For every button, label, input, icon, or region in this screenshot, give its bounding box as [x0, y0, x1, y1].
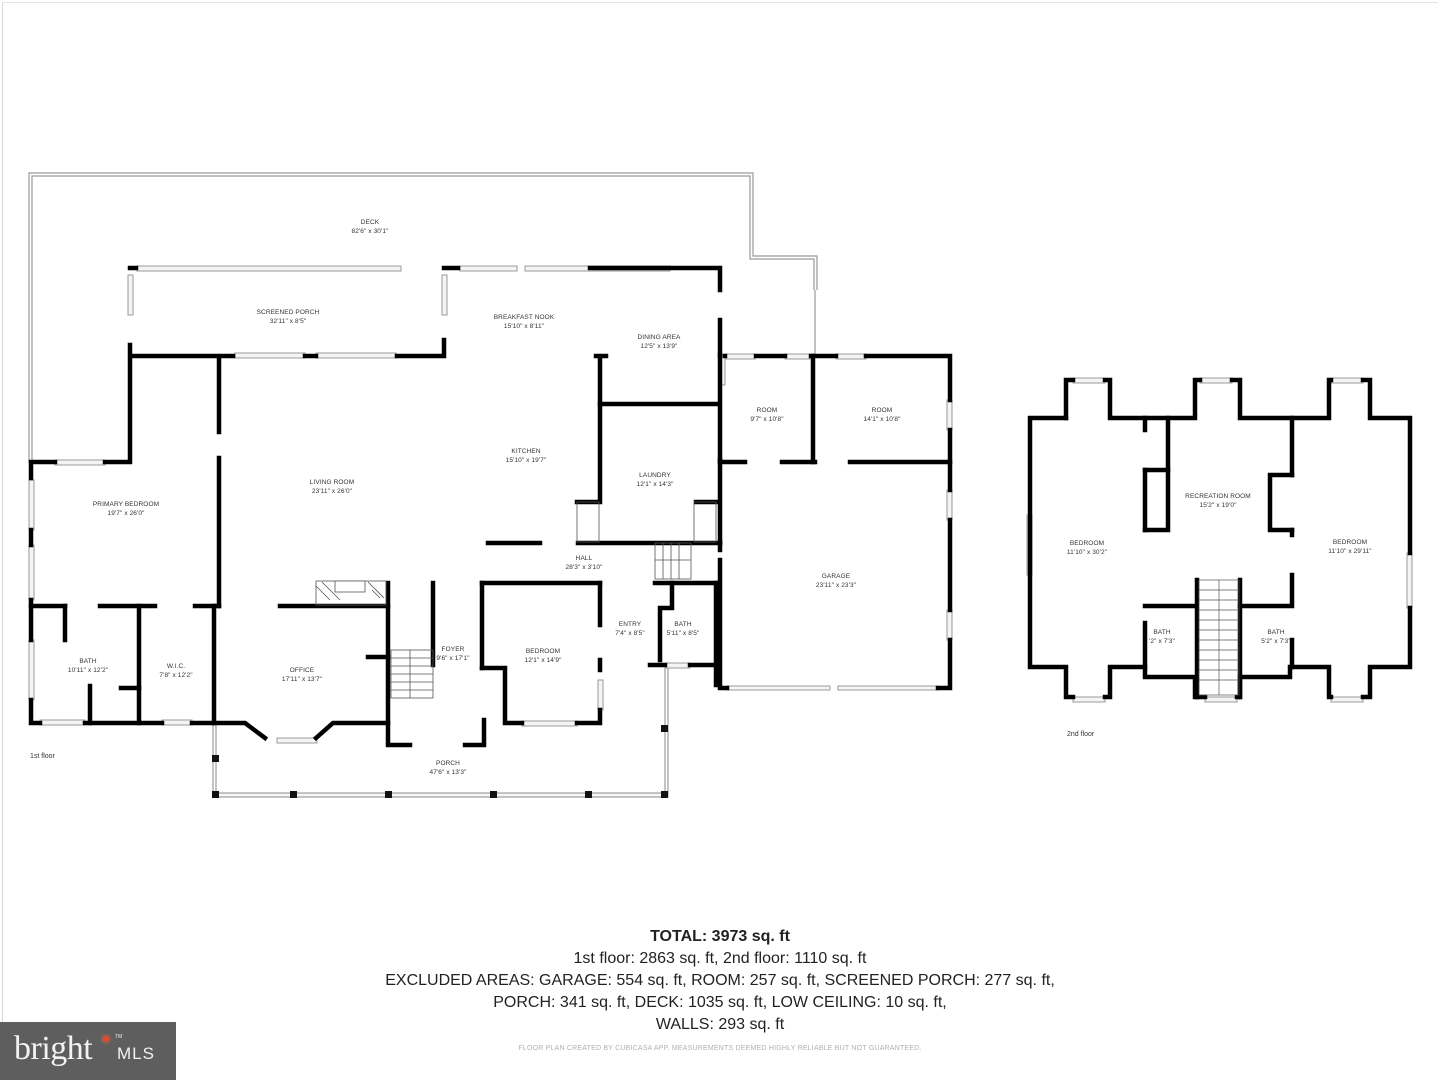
- floor-areas: 1st floor: 2863 sq. ft, 2nd floor: 1110 …: [573, 950, 867, 967]
- room-dimensions: '2" x 7'3": [1149, 638, 1175, 645]
- room-dimensions: 7'8" x 12'2": [159, 672, 193, 679]
- room-name: BATH: [1153, 629, 1171, 636]
- room-dimensions: 28'3" x 3'10": [565, 564, 603, 571]
- bright-mls-logo: bright TM MLS: [0, 1022, 176, 1080]
- logo-suffix-text: MLS: [117, 1044, 155, 1063]
- room-dimensions: 23'11" x 23'3": [815, 582, 857, 589]
- room-label-breakfast-nook: BREAKFAST NOOK 15'10" x 8'11": [494, 313, 555, 331]
- room-dimensions: 7'4" x 8'5": [615, 630, 645, 637]
- room-dimensions: 11'10" x 29'11": [1328, 548, 1372, 555]
- room-label-recreation-room: RECREATION ROOM 15'2" x 19'0": [1185, 492, 1251, 510]
- room-name: OFFICE: [289, 667, 315, 674]
- disclaimer: FLOOR PLAN CREATED BY CUBICASA APP. MEAS…: [518, 1045, 922, 1052]
- first-floor-walls: [28, 265, 953, 748]
- room-label-living-room: LIVING ROOM 23'11" x 26'0": [310, 478, 354, 496]
- area-summary: TOTAL: 3973 sq. ft 1st floor: 2863 sq. f…: [370, 926, 1070, 1036]
- room-dimensions: 12'1" x 14'9": [524, 657, 562, 664]
- room-name: HALL: [575, 555, 593, 562]
- first-floor-label: 1st floor: [30, 753, 55, 760]
- room-label-office: OFFICE 17'11" x 13'7": [282, 666, 322, 684]
- room-dimensions: 82'6" x 30'1": [351, 228, 389, 235]
- second-floor-label: 2nd floor: [1067, 731, 1095, 738]
- second-floor-stairs: [1198, 579, 1240, 696]
- room-name: SCREENED PORCH: [256, 309, 320, 316]
- room-label-laundry: LAUNDRY 12'1" x 14'3": [637, 471, 674, 489]
- room-label-bedroom-left: BEDROOM 11'10" x 30'2": [1067, 539, 1107, 557]
- room-name: BREAKFAST NOOK: [493, 314, 555, 321]
- room-dimensions: 15'10" x 8'11": [503, 323, 545, 330]
- room-label-room-1: ROOM 9'7" x 10'8": [750, 406, 783, 424]
- room-label-wic: W.I.C. 7'8" x 12'2": [159, 662, 192, 680]
- room-name: ENTRY: [618, 621, 642, 628]
- room-name: RECREATION ROOM: [1185, 493, 1251, 500]
- room-name: LAUNDRY: [639, 472, 671, 479]
- room-dimensions: 23'11" x 26'0": [311, 488, 353, 495]
- excluded-areas-line-2: PORCH: 341 sq. ft, DECK: 1035 sq. ft, LO…: [493, 994, 947, 1011]
- excluded-areas-line-3: WALLS: 293 sq. ft: [655, 1016, 785, 1033]
- room-label-primary-bedroom: PRIMARY BEDROOM 19'7" x 26'0": [93, 500, 159, 518]
- first-floor-stairs: [315, 501, 717, 699]
- logo-brand-text: bright: [14, 1030, 93, 1067]
- room-name: LIVING ROOM: [309, 479, 355, 486]
- room-dimensions: 47'6" x 13'3": [429, 769, 467, 776]
- room-name: BATH: [674, 621, 692, 628]
- room-dimensions: 17'11" x 13'7": [281, 676, 323, 683]
- room-dimensions: 5'2" x 7'3": [1261, 638, 1291, 645]
- room-label-garage: GARAGE 23'11" x 23'3": [816, 572, 856, 590]
- room-dimensions: 15'2" x 19'0": [1199, 502, 1237, 509]
- room-label-entry: ENTRY 7'4" x 8'5": [615, 620, 645, 638]
- porch-posts: [212, 725, 668, 798]
- room-name: KITCHEN: [511, 448, 541, 455]
- room-name: BEDROOM: [1069, 540, 1105, 547]
- room-name: GARAGE: [821, 573, 851, 580]
- room-label-bedroom: BEDROOM 12'1" x 14'9": [525, 647, 562, 665]
- room-label-deck: DECK 82'6" x 30'1": [352, 218, 389, 236]
- room-label-kitchen: KITCHEN 15'10" x 19'7": [506, 447, 547, 465]
- room-label-bath-primary: BATH 10'11" x 12'2": [68, 657, 108, 675]
- room-label-dining-area: DINING AREA 12'5" x 13'9": [638, 333, 681, 351]
- room-name: BATH: [79, 658, 97, 665]
- excluded-areas-line-1: EXCLUDED AREAS: GARAGE: 554 sq. ft, ROOM…: [385, 972, 1055, 989]
- logo-spark-icon: [103, 1036, 109, 1042]
- room-dimensions: 12'5" x 13'9": [640, 343, 678, 350]
- room-name: DECK: [360, 219, 380, 226]
- room-label-bath-left: BATH '2" x 7'3": [1149, 628, 1175, 646]
- room-name: BEDROOM: [525, 648, 561, 655]
- total-area: TOTAL: 3973 sq. ft: [650, 928, 790, 945]
- room-label-hall: HALL 28'3" x 3'10": [566, 554, 603, 572]
- room-name: DINING AREA: [637, 334, 681, 341]
- room-dimensions: 9'6" x 17'1": [436, 655, 470, 662]
- deck-outline: [28, 172, 818, 463]
- room-dimensions: 5'11" x 8'5": [666, 630, 700, 637]
- room-name: PRIMARY BEDROOM: [92, 501, 160, 508]
- room-dimensions: 15'10" x 19'7": [505, 457, 547, 464]
- room-dimensions: 14'1" x 10'8": [863, 416, 901, 423]
- room-dimensions: 12'1" x 14'3": [636, 481, 674, 488]
- room-name: BATH: [1267, 629, 1285, 636]
- room-label-bedroom-right: BEDROOM 11'10" x 29'11": [1328, 538, 1371, 556]
- room-name: W.I.C.: [166, 663, 186, 670]
- room-name: PORCH: [436, 760, 460, 767]
- second-floor-walls: [1027, 377, 1413, 700]
- room-label-screened-porch: SCREENED PORCH 32'11" x 8'5": [257, 308, 320, 326]
- logo-trademark: TM: [115, 1034, 123, 1040]
- room-dimensions: 10'11" x 12'2": [67, 667, 109, 674]
- room-label-room-2: ROOM 14'1" x 10'8": [864, 406, 901, 424]
- room-name: ROOM: [871, 407, 893, 414]
- room-dimensions: 32'11" x 8'5": [269, 318, 307, 325]
- room-name: BEDROOM: [1332, 539, 1368, 546]
- room-label-foyer: FOYER 9'6" x 17'1": [436, 645, 469, 663]
- room-label-bath-entry: BATH 5'11" x 8'5": [667, 620, 700, 638]
- room-name: FOYER: [441, 646, 465, 653]
- room-dimensions: 11'10" x 30'2": [1066, 549, 1108, 556]
- room-label-bath-right: BATH 5'2" x 7'3": [1261, 628, 1291, 646]
- room-dimensions: 9'7" x 10'8": [750, 416, 784, 423]
- room-dimensions: 19'7" x 26'0": [107, 510, 145, 517]
- room-name: ROOM: [756, 407, 778, 414]
- room-label-porch: PORCH 47'6" x 13'3": [430, 759, 467, 777]
